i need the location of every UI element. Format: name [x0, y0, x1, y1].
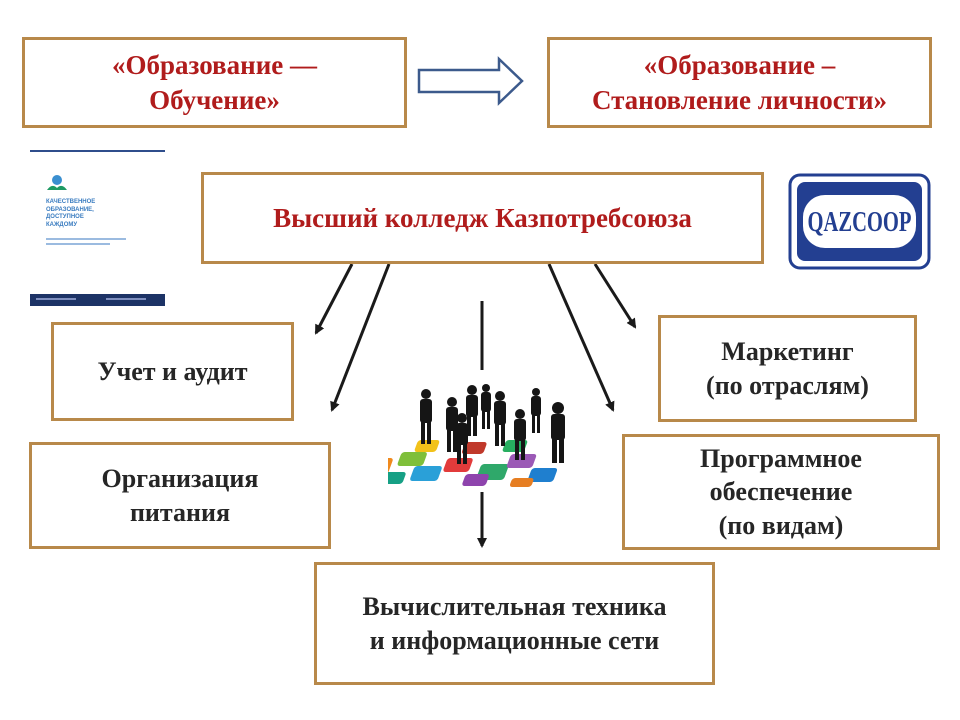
software-line3: (по видам)	[718, 510, 844, 540]
software-box: Программное обеспечение (по видам)	[622, 434, 940, 550]
education-learning-line2: Обучение»	[149, 84, 280, 115]
logo-text: QAZCOOP	[808, 206, 912, 238]
education-emblem-icon	[47, 175, 67, 190]
computing-line1: Вычислительная техника	[362, 592, 667, 622]
brochure-top-line	[30, 150, 165, 152]
arrow-to-software	[547, 263, 615, 412]
arrow-to-accounting	[314, 263, 354, 335]
education-learning-line1: «Образование —	[112, 50, 317, 81]
arrow-to-marketing	[593, 263, 637, 329]
marketing-box: Маркетинг (по отраслям)	[658, 315, 917, 422]
education-personality-line2: Становление личности»	[591, 84, 888, 115]
arrow-to-catering	[330, 263, 391, 412]
accounting-audit-label: Учет и аудит	[97, 356, 248, 386]
computing-line2: и информационные сети	[369, 625, 660, 655]
qazcoop-logo: QAZCOOP	[788, 173, 931, 270]
education-personality-box: «Образование – Становление личности»	[547, 37, 932, 128]
brochure-title: КАЧЕСТВЕННОЕ ОБРАЗОВАНИЕ, ДОСТУПНОЕ КАЖД…	[46, 199, 96, 228]
brochure-subtitle	[46, 238, 146, 248]
catering-line2: питания	[129, 497, 231, 527]
brochure-footer	[30, 294, 165, 306]
computing-networks-box: Вычислительная техника и информационные …	[314, 562, 715, 685]
catering-line1: Организация	[101, 464, 259, 494]
college-title: Высший колледж Казпотребсоюза	[273, 202, 692, 233]
education-learning-box: «Образование — Обучение»	[22, 37, 407, 128]
college-title-box: Высший колледж Казпотребсоюза	[201, 172, 764, 264]
marketing-line1: Маркетинг	[721, 337, 854, 367]
marketing-line2: (по отраслям)	[706, 370, 869, 400]
software-line1: Программное	[700, 444, 862, 474]
catering-box: Организация питания	[29, 442, 331, 549]
transition-arrow-icon	[417, 56, 524, 106]
accounting-audit-box: Учет и аудит	[51, 322, 294, 421]
software-line2: обеспечение	[709, 477, 853, 507]
brochure-cover: КАЧЕСТВЕННОЕ ОБРАЗОВАНИЕ, ДОСТУПНОЕ КАЖД…	[30, 150, 165, 306]
business-people-on-puzzle-icon	[388, 384, 565, 487]
education-personality-line1: «Образование –	[643, 50, 836, 81]
